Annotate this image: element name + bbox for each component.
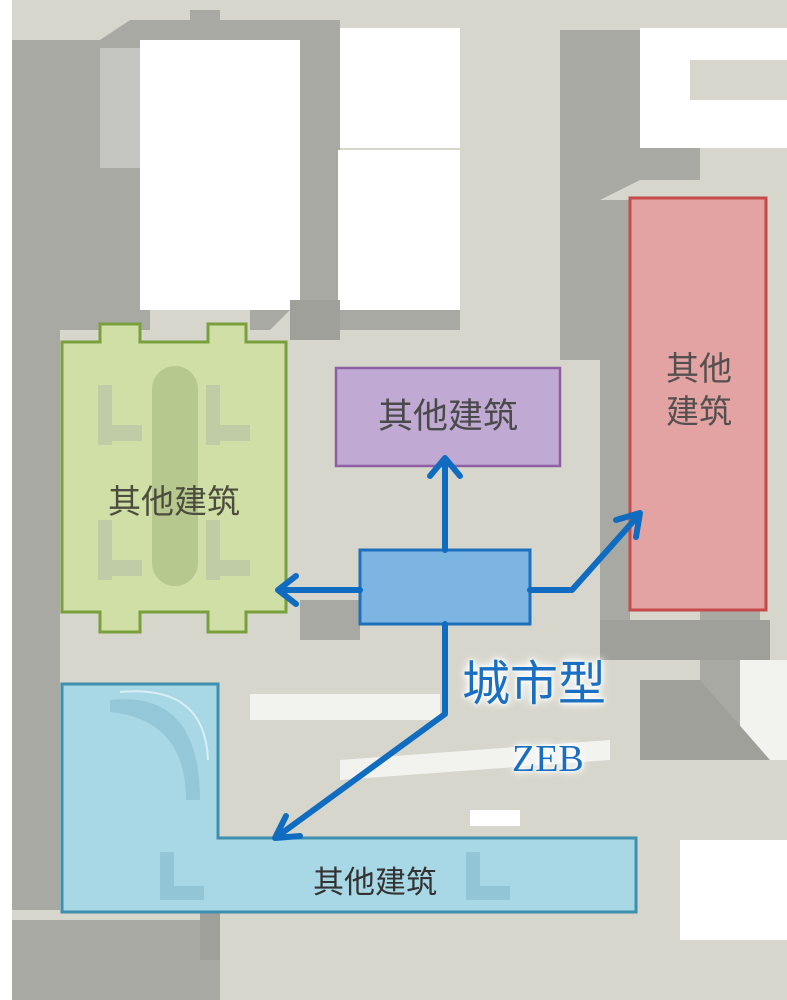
central-zeb-building [358, 548, 532, 626]
north-building-label: 其他建筑 [377, 396, 518, 437]
building-tops [140, 28, 787, 940]
east-building-label-line2: 建筑 [666, 392, 732, 431]
east-building-label-line1: 其他 [666, 349, 732, 389]
arrowhead-north [427, 455, 463, 479]
zeb-title: 城市型 [462, 656, 607, 712]
grey-block-left [100, 48, 140, 168]
connection-arrows [272, 455, 643, 841]
building-east [628, 196, 768, 612]
building-north [334, 366, 562, 468]
pedestrian-paths [250, 660, 787, 780]
west-building-label: 其他建筑 [108, 481, 240, 521]
south-building-label: 其他建筑 [313, 864, 437, 901]
arrowhead-south [272, 813, 303, 841]
building-west [60, 322, 288, 634]
arrow-to-east-building [527, 513, 641, 593]
zeb-subtitle: ZEB [512, 738, 584, 780]
arrowhead-east [613, 510, 643, 540]
east-building-label: 其他 建筑 [632, 336, 766, 446]
left-margin [0, 0, 12, 1000]
building-south [60, 682, 638, 914]
arrow-to-south-building [275, 621, 448, 839]
arrowhead-west [275, 573, 299, 607]
shadow-strips [200, 300, 770, 960]
